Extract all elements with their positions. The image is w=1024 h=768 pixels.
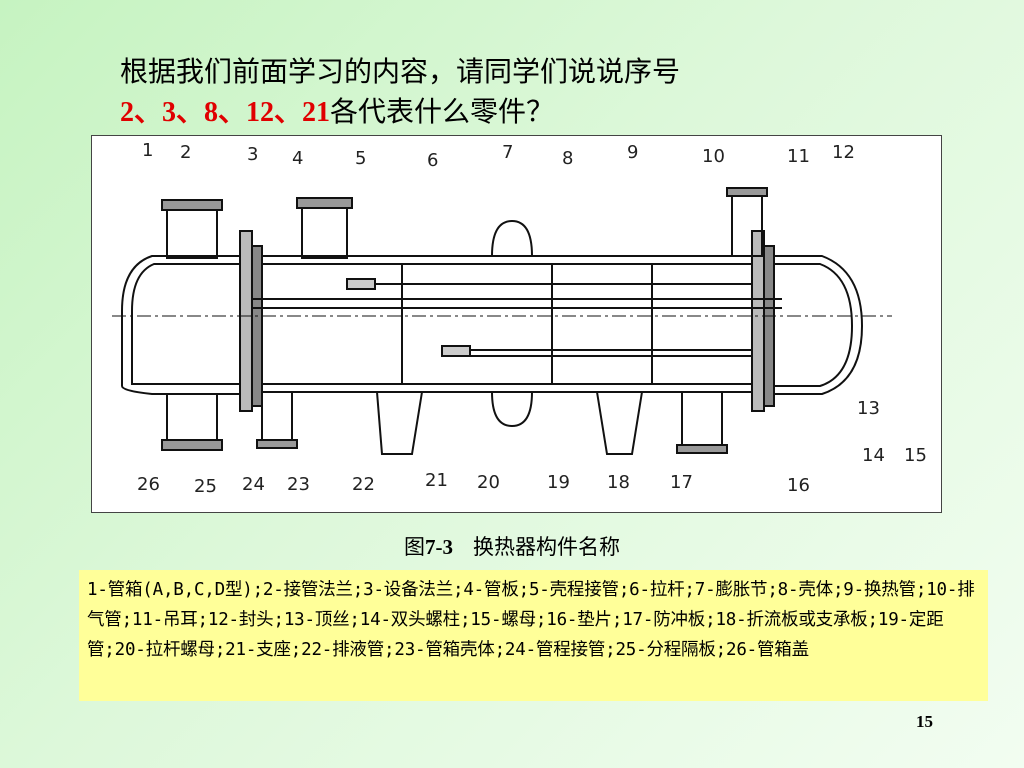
heat-exchanger-drawing: 1 2 3 4 5 6 7 8 9 10 11 12 13 14 15 16 1…	[112, 140, 927, 497]
label-3: 3	[247, 144, 258, 165]
highlighted-part-numbers: 2、3、8、12、21	[120, 97, 331, 128]
label-10: 10	[702, 146, 725, 167]
label-14: 14	[862, 445, 885, 466]
label-13: 13	[857, 398, 880, 419]
label-22: 22	[352, 474, 375, 495]
question-text: 根据我们前面学习的内容，请同学们说说序号 2、3、8、12、21各代表什么零件？	[120, 52, 840, 133]
label-12: 12	[832, 142, 855, 163]
page-number: 15	[916, 712, 933, 731]
figure-caption: 图7-3 换热器构件名称	[0, 531, 1024, 561]
question-line-2-rest: 各代表什么零件？	[330, 95, 555, 128]
label-18: 18	[607, 472, 630, 493]
parts-legend: 1-管箱(A,B,C,D型);2-接管法兰;3-设备法兰;4-管板;5-壳程接管…	[79, 570, 988, 701]
label-11: 11	[787, 146, 810, 167]
label-5: 5	[355, 148, 366, 169]
label-24: 24	[242, 474, 265, 495]
bottom-nozzle-left	[166, 393, 218, 443]
label-8: 8	[562, 148, 573, 169]
label-23: 23	[287, 474, 310, 495]
top-nozzle-left	[166, 207, 218, 259]
caption-prefix: 图	[403, 535, 425, 559]
label-7: 7	[502, 142, 513, 163]
label-19: 19	[547, 472, 570, 493]
label-1: 1	[142, 140, 153, 161]
label-17: 17	[670, 472, 693, 493]
caption-number: 7-3	[424, 535, 453, 559]
heat-exchanger-diagram: 1 2 3 4 5 6 7 8 9 10 11 12 13 14 15 16 1…	[91, 135, 942, 513]
label-9: 9	[627, 142, 638, 163]
channel-box-outline	[121, 255, 252, 395]
label-26: 26	[137, 474, 160, 495]
label-4: 4	[292, 148, 303, 169]
label-21: 21	[425, 470, 448, 491]
label-20: 20	[477, 472, 500, 493]
question-line-1: 根据我们前面学习的内容，请同学们说说序号	[120, 55, 681, 88]
caption-title: 换热器构件名称	[473, 535, 621, 559]
label-6: 6	[427, 150, 438, 171]
label-2: 2	[180, 142, 191, 163]
label-15: 15	[904, 445, 927, 466]
label-16: 16	[787, 475, 810, 496]
label-25: 25	[194, 476, 217, 497]
question-line-2: 2、3、8、12、21各代表什么零件？	[120, 92, 840, 133]
